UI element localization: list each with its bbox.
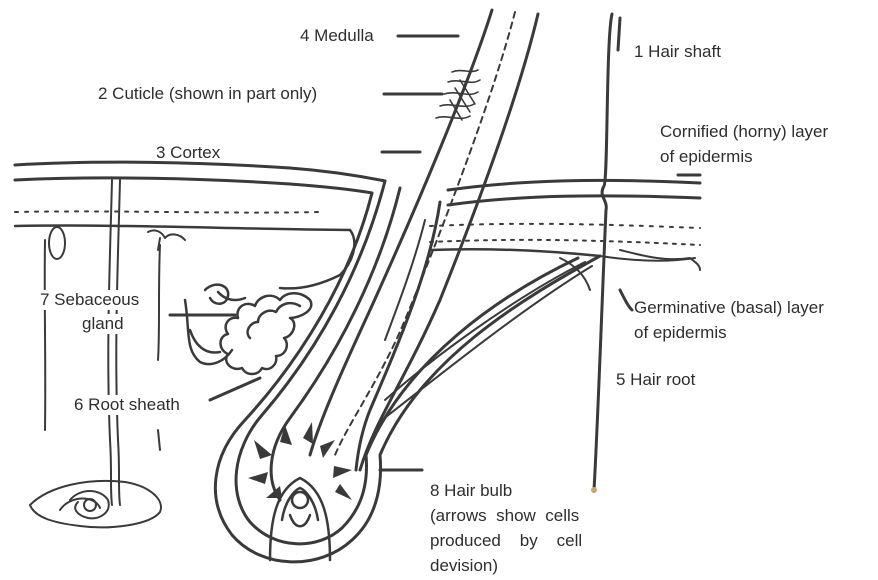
label-medulla: 4 Medulla: [300, 26, 374, 46]
label-cortex: 3 Cortex: [156, 143, 220, 163]
label-hair-root: 5 Hair root: [616, 370, 695, 390]
hair-follicle: [215, 181, 600, 562]
label-hair-bulb-2: (arrows show cells: [430, 506, 579, 526]
label-cornified-1: Cornified (horny) layer: [660, 122, 828, 142]
label-cuticle: 2 Cuticle (shown in part only): [98, 84, 317, 104]
sweat-gland-coil: [30, 481, 161, 527]
label-hair-bulb-1: 8 Hair bulb: [430, 481, 512, 501]
label-cornified-2: of epidermis: [660, 147, 753, 167]
leader-lines: [170, 36, 700, 493]
label-hair-shaft: 1 Hair shaft: [634, 42, 721, 62]
brackets: [594, 14, 620, 490]
label-sebaceous-2: gland: [82, 314, 124, 334]
label-hair-bulb-4: devision): [430, 556, 498, 576]
label-hair-bulb-3: produced by cell: [430, 531, 582, 551]
label-germinative-2: of epidermis: [634, 323, 727, 343]
label-root-sheath: 6 Root sheath: [74, 395, 180, 415]
label-germinative-1: Germinative (basal) layer: [634, 298, 824, 318]
cornified-layer: [15, 162, 700, 205]
dermis-fibres: [45, 180, 185, 505]
label-sebaceous-1: 7 Sebaceous: [40, 290, 139, 310]
